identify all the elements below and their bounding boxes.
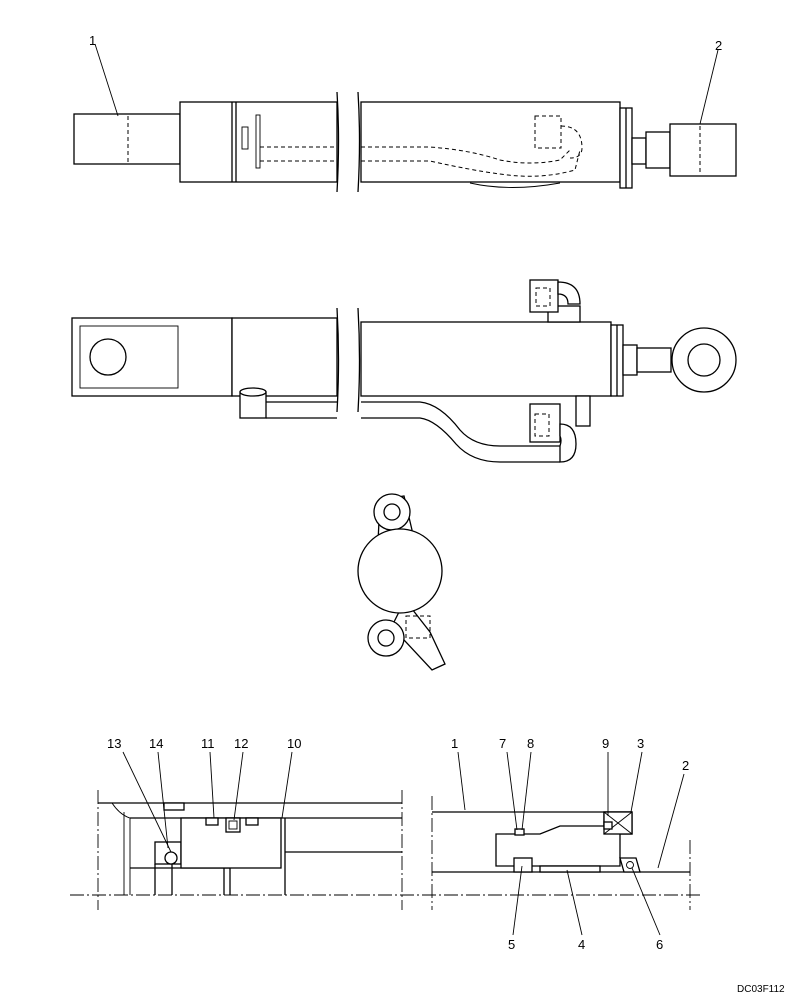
callout-4: 4 bbox=[578, 937, 585, 952]
piston-seal bbox=[225, 817, 241, 833]
callout-14: 14 bbox=[149, 736, 163, 751]
elbow-fitting bbox=[529, 279, 559, 313]
callout-1-section: 1 bbox=[451, 736, 458, 751]
steel-ball bbox=[164, 851, 178, 865]
callout-6: 6 bbox=[656, 937, 663, 952]
break-line bbox=[357, 307, 361, 413]
bushing bbox=[539, 865, 601, 873]
rod-eye-end bbox=[669, 123, 737, 177]
cylinder-top-view bbox=[73, 91, 737, 193]
cylinder-side-view bbox=[71, 279, 737, 463]
drawing-code: DC03F112 bbox=[737, 984, 785, 995]
break-line bbox=[336, 307, 340, 413]
pin-bore bbox=[89, 338, 127, 376]
callout-11: 11 bbox=[201, 736, 215, 751]
cylinder-section-view bbox=[70, 751, 700, 936]
barrel-end bbox=[357, 528, 443, 614]
buffer-ring bbox=[513, 857, 533, 873]
leader-line bbox=[94, 43, 119, 117]
leader-line bbox=[699, 49, 719, 125]
callout-3: 3 bbox=[637, 736, 644, 751]
callout-2-section: 2 bbox=[682, 758, 689, 773]
callout-12: 12 bbox=[234, 736, 248, 751]
break-line bbox=[336, 91, 340, 193]
callout-5: 5 bbox=[508, 937, 515, 952]
cylinder-barrel-left bbox=[179, 101, 338, 183]
callout-9: 9 bbox=[602, 736, 609, 751]
callout-13: 13 bbox=[107, 736, 121, 751]
cylinder-barrel bbox=[360, 321, 612, 397]
callout-1-top: 1 bbox=[89, 33, 96, 48]
callout-7: 7 bbox=[499, 736, 506, 751]
rod-seal bbox=[619, 857, 641, 873]
break-line bbox=[357, 91, 361, 193]
callout-10: 10 bbox=[287, 736, 301, 751]
cylinder-end-view bbox=[357, 493, 446, 671]
callout-2-top: 2 bbox=[715, 38, 722, 53]
piston-rod bbox=[73, 113, 181, 165]
callout-8: 8 bbox=[527, 736, 534, 751]
